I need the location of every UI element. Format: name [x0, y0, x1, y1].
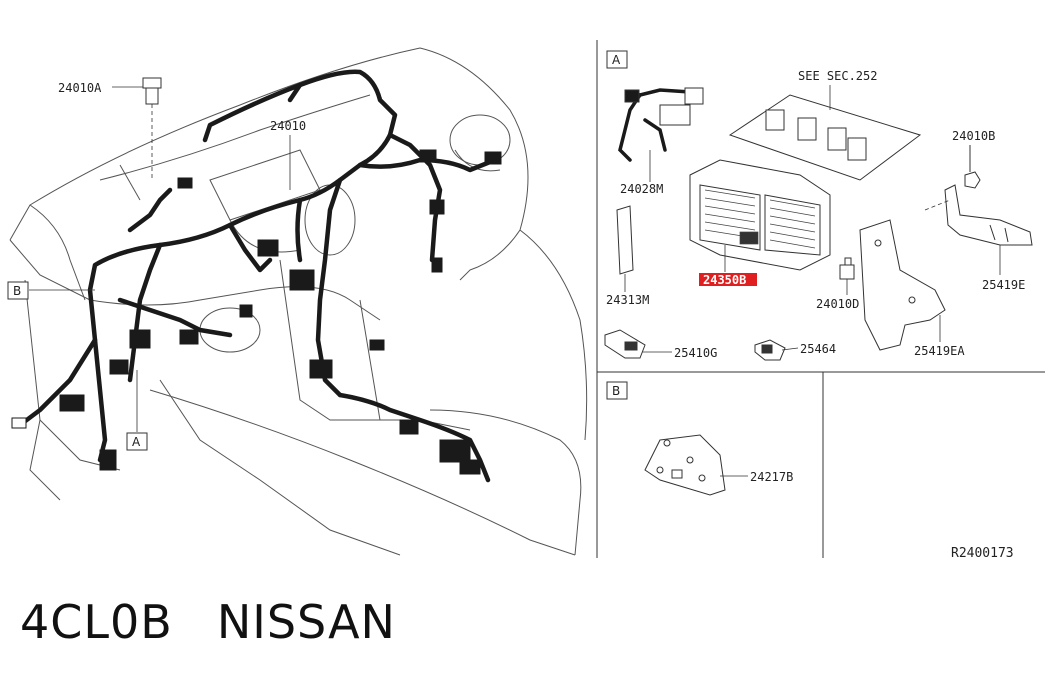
callout-b-main-text: B [13, 284, 21, 298]
bracket-dash [924, 199, 951, 211]
label-see-sec-252: SEE SEC.252 [798, 69, 877, 83]
footer-brand: NISSAN [216, 595, 396, 649]
label-24010d: 24010D [816, 297, 859, 311]
label-24350b: 24350B [703, 273, 746, 287]
callout-b-main: B [7, 281, 29, 300]
label-25419e: 25419E [982, 278, 1025, 292]
clip-25464-illustration [754, 339, 786, 361]
callout-a-detail-text: A [612, 53, 621, 67]
wiring-harness [17, 69, 498, 483]
label-24217b: 24217B [750, 470, 793, 484]
bolt-24010d-icon [839, 257, 855, 280]
callout-b-detail-text: B [612, 384, 620, 398]
footer-caption: 4CL0B NISSAN [20, 595, 396, 649]
footer-model-code: 4CL0B [20, 595, 173, 649]
fuse-block-24350b-illustration [689, 159, 831, 271]
label-24010a: 24010A [58, 81, 102, 95]
callout-a-detail: A [606, 50, 628, 69]
label-24028m: 24028M [620, 182, 663, 196]
label-25464: 25464 [800, 342, 836, 356]
wiring-connectors [11, 149, 502, 475]
clip-25410g-illustration [604, 329, 646, 359]
bolt-24010a-icon [142, 77, 162, 105]
bracket-25419e-illustration [944, 184, 1033, 246]
plate-24217b-illustration [644, 434, 726, 496]
relay-tray-illustration [728, 94, 922, 181]
callout-a-main-text: A [132, 435, 141, 449]
label-25419ea: 25419EA [914, 344, 965, 358]
callout-b-detail: B [606, 381, 628, 400]
highlight-box [699, 273, 757, 286]
main-leader-lines [29, 86, 291, 432]
label-24010: 24010 [270, 119, 306, 133]
fuse-block-detail [704, 189, 816, 249]
panel-dividers [596, 40, 1045, 558]
harness-24028m-connectors [624, 87, 704, 126]
bolt-24010b-icon [964, 145, 981, 189]
highlight-24350b-badge: 24350B [699, 273, 757, 287]
label-reference-code: R2400173 [951, 546, 1014, 561]
label-24010b: 24010B [952, 129, 995, 143]
label-25410g: 25410G [674, 346, 717, 360]
bracket-25419ea-illustration [859, 219, 946, 351]
label-24313m: 24313M [606, 293, 649, 307]
p25464-leader [781, 347, 799, 351]
strip-24313m-illustration [616, 205, 634, 275]
callout-a-main: A [126, 432, 148, 451]
